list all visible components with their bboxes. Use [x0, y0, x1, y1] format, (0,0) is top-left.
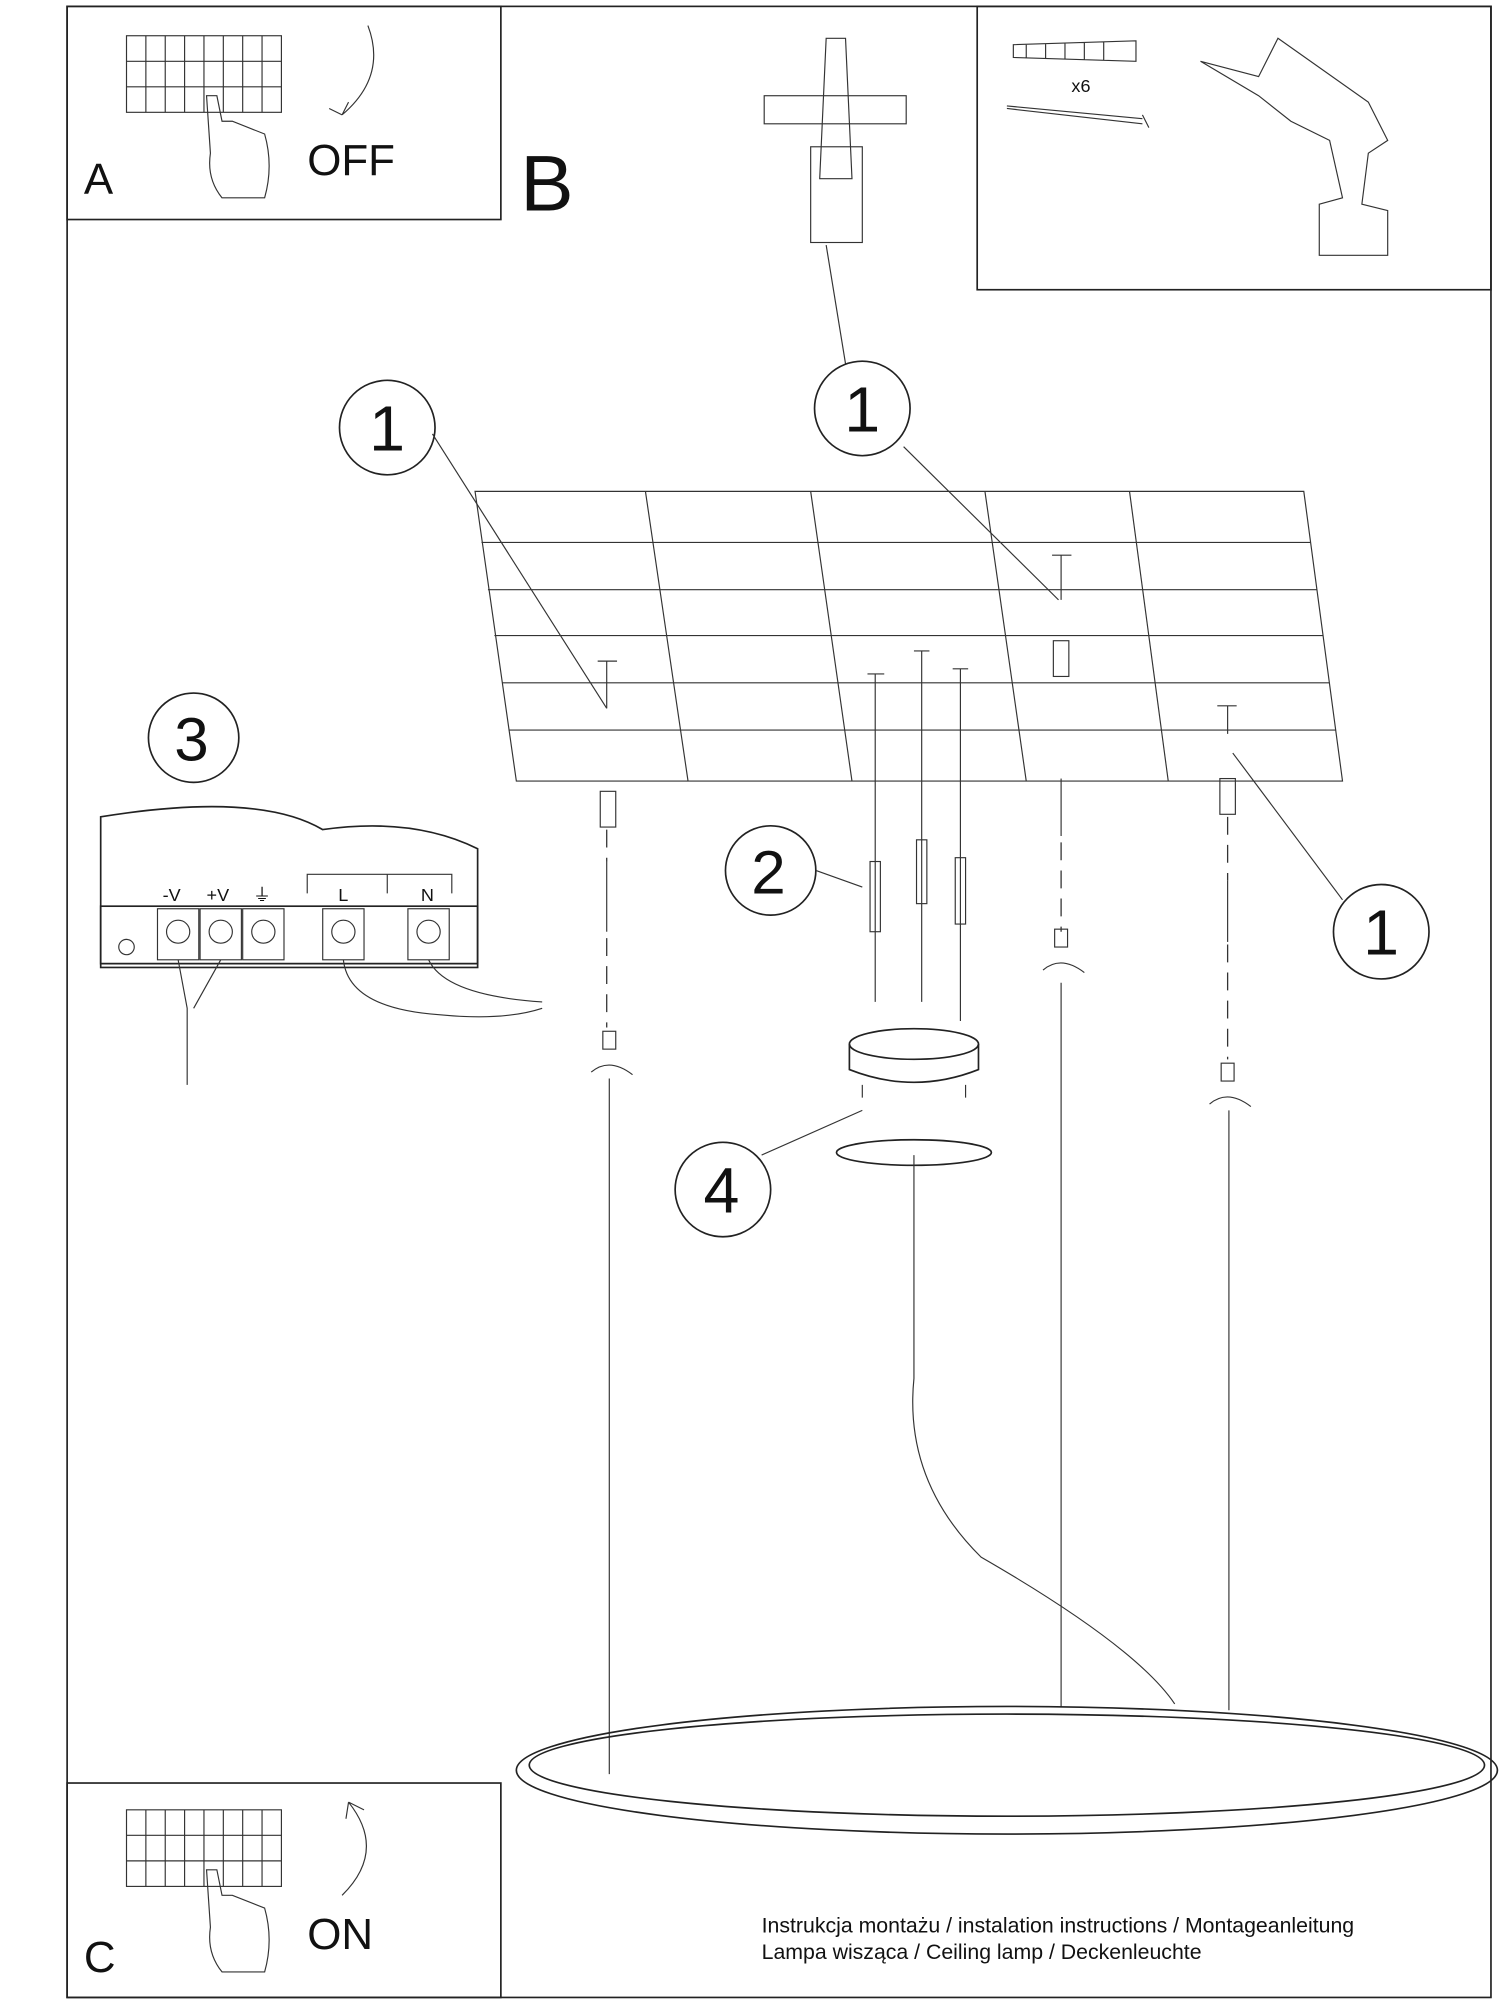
- step-a-letter: A: [84, 155, 114, 204]
- arrow-down-icon: [328, 25, 375, 116]
- callout-part-1: 1: [1232, 752, 1430, 980]
- terminal-label-live: L: [338, 885, 348, 905]
- lamp-ring: [515, 1705, 1499, 1835]
- terminal-label-positive: +V: [207, 885, 230, 905]
- callout-part-3: 3: [147, 692, 240, 784]
- terminal-label-negative: -V: [163, 885, 181, 905]
- arrow-up-icon: [341, 1801, 367, 1896]
- footer-subtitle: Lampa wisząca / Ceiling lamp / Deckenleu…: [762, 1941, 1202, 1964]
- page-frame: [66, 5, 1492, 1999]
- wall-plug-icon: [1012, 40, 1137, 62]
- step-a-off-label: OFF: [307, 136, 395, 185]
- svg-text:3: 3: [174, 706, 208, 775]
- hand-icon: [205, 95, 270, 199]
- svg-text:4: 4: [704, 1155, 740, 1227]
- anchor-detail: [763, 37, 907, 364]
- footer-title: Instrukcja montażu / instalation instruc…: [762, 1914, 1355, 1937]
- step-a-panel: A OFF: [66, 5, 502, 221]
- drill-icon: [1200, 37, 1389, 256]
- step-c-on-label: ON: [307, 1910, 373, 1959]
- wire-grips: [590, 928, 1252, 1108]
- quantity-label: x6: [1071, 76, 1090, 96]
- callout-part-2: 2: [724, 824, 863, 916]
- svg-text:1: 1: [844, 374, 880, 446]
- ceiling-canopy: [835, 1027, 993, 1167]
- terminal-label-neutral: N: [421, 885, 434, 905]
- callout-part-1: 1: [338, 379, 608, 709]
- step-b-letter: B: [520, 139, 573, 227]
- ceiling-grid: [474, 490, 1344, 782]
- callout-part-1: 1: [813, 360, 1059, 601]
- fixing-screws: [597, 554, 1237, 1022]
- dashed-guides: [606, 816, 1229, 1060]
- suspension-wires: [608, 982, 1230, 1775]
- step-c-panel: C ON: [66, 1782, 502, 1999]
- tools-panel: x6: [976, 5, 1492, 291]
- breaker-panel-icon: [125, 35, 282, 113]
- svg-text:1: 1: [369, 393, 405, 465]
- step-c-letter: C: [84, 1933, 116, 1982]
- terminal-label-ground: ⏚: [253, 885, 271, 905]
- callout-part-4: 4: [674, 1109, 863, 1238]
- screw-icon: [1006, 105, 1150, 128]
- breaker-panel-icon: [125, 1809, 282, 1887]
- hand-icon: [205, 1869, 270, 1973]
- svg-text:1: 1: [1363, 897, 1399, 969]
- svg-text:2: 2: [751, 839, 785, 908]
- driver-terminal-block: -V +V ⏚ L N: [99, 805, 543, 1085]
